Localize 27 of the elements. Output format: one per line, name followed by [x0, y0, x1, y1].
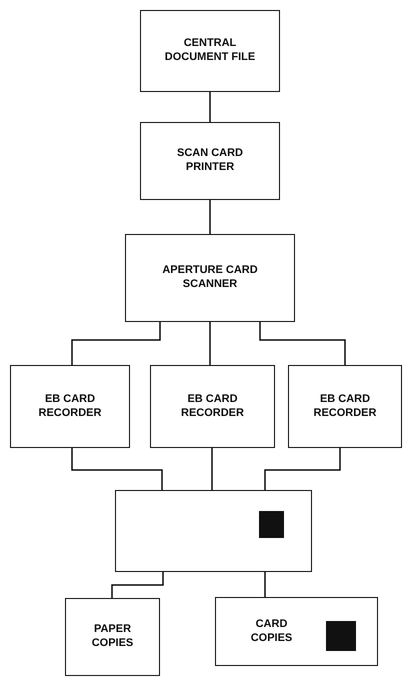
process-box [150, 365, 275, 448]
box-label: SCAN CARD PRINTER [176, 147, 244, 175]
box-label: EB CARD RECORDER [180, 392, 245, 420]
box-label: EB CARD RECORDER [38, 392, 102, 420]
connector-line [264, 448, 341, 490]
process-box [65, 598, 160, 676]
process-box [140, 122, 280, 200]
box [115, 490, 312, 572]
box-label: EB CARD RECORDER [312, 392, 378, 420]
connector-line [71, 448, 163, 490]
process-box [125, 234, 295, 322]
process-box [288, 365, 402, 448]
box-label: CARD COPIES [250, 618, 294, 646]
connector-line [259, 322, 346, 365]
process-box [140, 10, 280, 92]
process-box [215, 597, 378, 666]
connector-line [209, 92, 211, 122]
box-label: CENTRAL DOCUMENT FILE [164, 37, 256, 65]
connector-line [71, 322, 161, 365]
connector-line [111, 572, 164, 598]
connector-line [264, 572, 266, 597]
box-label: APERTURE CARD SCANNER [162, 264, 258, 292]
connector-line [211, 448, 213, 490]
process-box [10, 365, 130, 448]
connector-line [209, 200, 211, 234]
connector-line [209, 322, 211, 365]
box-label: PAPER COPIES [90, 623, 134, 651]
